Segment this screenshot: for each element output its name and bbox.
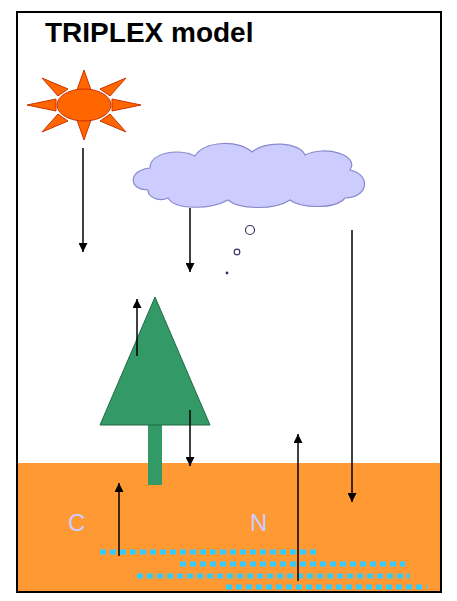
element-label: C [68,509,85,538]
frame [17,12,441,592]
element-label: N [250,509,267,538]
soil-layers [100,552,427,587]
flux-arrows [83,148,352,581]
cloud [133,143,364,207]
rain-drops [226,226,255,275]
tree [100,297,210,485]
sun [27,70,141,140]
diagram-title: TRIPLEX model [45,16,253,50]
soil-band: CN [18,463,440,591]
